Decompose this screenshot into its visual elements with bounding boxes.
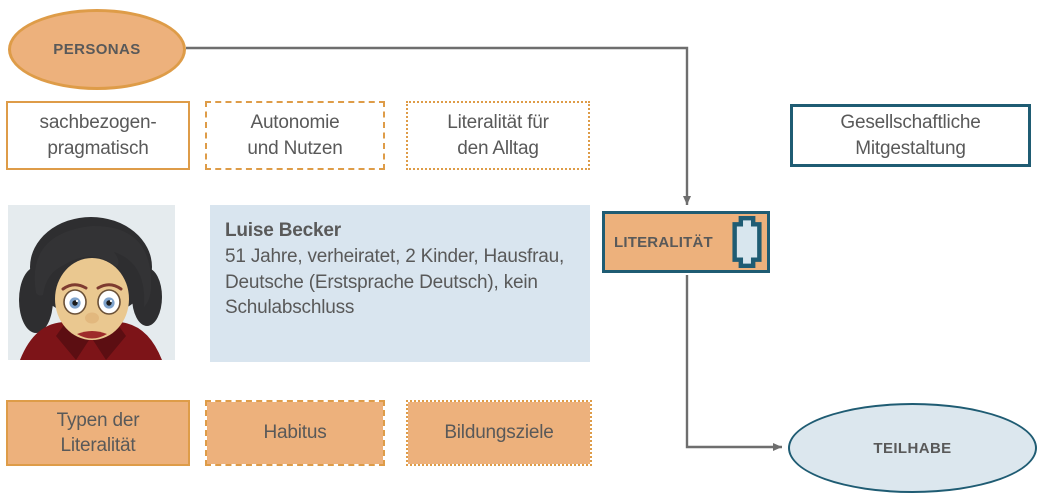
woman-portrait-illustration (8, 205, 175, 360)
cartouche-icon (732, 215, 762, 269)
persona-info-card: Luise Becker 51 Jahre, verheiratet, 2 Ki… (210, 205, 590, 362)
literalitaet-node: LITERALITÄT (602, 211, 770, 273)
category-label: Typen der Literalität (56, 409, 140, 456)
literalitaet-label: LITERALITÄT (614, 233, 713, 251)
category-box-bildungsziele: Bildungsziele (406, 400, 592, 466)
persona-details: 51 Jahre, verheiratet, 2 Kinder, Hausfra… (225, 245, 565, 319)
teilhabe-node: TEILHABE (788, 403, 1037, 493)
trait-label: Autonomie und Nutzen (247, 112, 343, 159)
trait-box-sachbezogen-pragmatisch: sachbezogen- pragmatisch (6, 101, 190, 170)
trait-label: Literalität für den Alltag (447, 112, 549, 159)
persona-portrait (8, 205, 175, 360)
trait-box-autonomie-und-nutzen: Autonomie und Nutzen (205, 101, 385, 170)
society-label: Gesellschaftliche Mitgestaltung (840, 112, 981, 159)
category-label: Habitus (263, 422, 327, 444)
personas-node: PERSONAS (8, 9, 186, 90)
persona-name: Luise Becker (225, 220, 341, 241)
society-box-gesellschaftliche-mitgestaltung: Gesellschaftliche Mitgestaltung (790, 104, 1031, 167)
personas-label: PERSONAS (53, 41, 141, 58)
category-label: Bildungsziele (444, 422, 554, 444)
category-box-typen-der-literalitaet: Typen der Literalität (6, 400, 190, 466)
category-box-habitus: Habitus (205, 400, 385, 466)
teilhabe-label: TEILHABE (873, 439, 952, 457)
trait-box-literalitaet-alltag: Literalität für den Alltag (406, 101, 590, 170)
arrow-literalitaet-to-teilhabe (685, 275, 782, 451)
trait-label: sachbezogen- pragmatisch (39, 112, 157, 159)
